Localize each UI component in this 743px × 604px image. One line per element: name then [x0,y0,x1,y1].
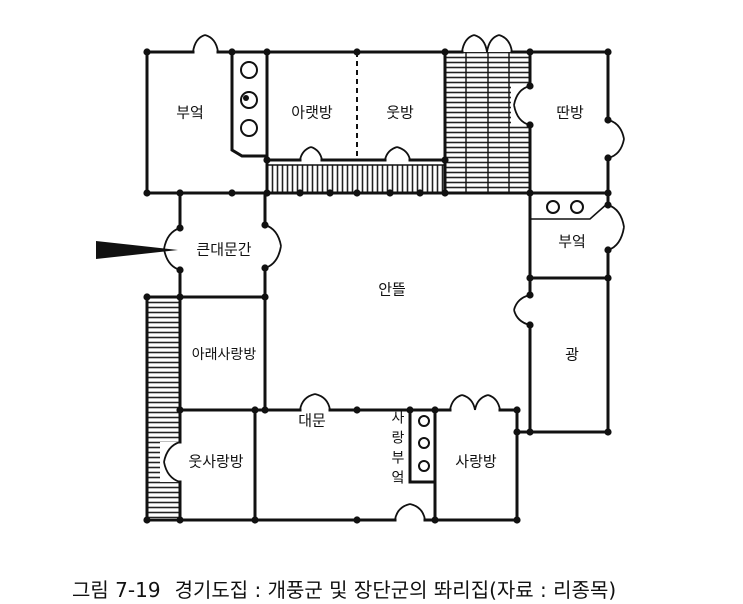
maru-board-lines [465,52,510,193]
door-clearing [160,442,180,482]
wall-post [228,48,236,56]
label-gate: 대문 [298,411,326,430]
wall-post [261,293,269,301]
walls [145,50,610,522]
wall-post [296,189,304,197]
wall-post [526,428,534,436]
wall-post [526,48,534,56]
wall-post [263,156,271,164]
wall-post [176,406,184,414]
left-veranda-hatching [147,300,180,518]
cauldron-icon [240,91,258,109]
label-lower-sarang-room: 아래사랑방 [191,347,257,363]
wall-post [416,189,424,197]
label-inner-yard: 안뜰 [378,280,406,299]
wall-post [513,406,521,414]
figure-caption-text: 경기도집 : 개풍군 및 장단군의 똬리집(자료 : 리종목) [174,578,617,602]
cauldron-icon [240,61,258,79]
wall-post [261,264,269,272]
wall-post [604,189,612,197]
label-kitchen-right: 부엌 [558,232,586,251]
wall-post [353,406,361,414]
wall-posts [143,48,612,524]
label-main-gate-hall: 큰대문간 [196,240,252,259]
wall-post [526,82,534,90]
wall-post [406,406,414,414]
wall-post [526,321,534,329]
wall-post [353,189,361,197]
wall-post [261,221,269,229]
label-storage: 광 [565,345,579,364]
wall-post [143,48,151,56]
wall-post [526,291,534,299]
cauldron-icon [418,415,430,427]
wall-post [604,48,612,56]
wall-post [353,48,361,56]
upper-veranda-hatching [267,165,445,192]
label-sarang-kitchen: 사랑부엌 [389,410,405,490]
wall-post [513,428,521,436]
wall-post [431,406,439,414]
wall-post [526,189,534,197]
door-clearing [511,86,530,125]
wall-post [526,274,534,282]
label-kitchen-top: 부엌 [176,103,204,122]
entrance-arrow-icon [96,241,178,259]
label-upper-sarang-room: 웃사랑방 [188,452,244,471]
label-sarang-room: 사랑방 [455,452,497,471]
cauldron-icon [240,119,258,137]
wall-post [261,406,269,414]
wall-post [143,293,151,301]
cauldron-lid-icon [243,95,249,101]
wall-post [386,189,394,197]
wall-post [263,189,271,197]
wall-post [263,48,271,56]
wall-post [441,48,449,56]
wall-post [604,428,612,436]
label-separate-room: 딴방 [556,103,584,122]
cauldron-icon [570,200,584,214]
wall-post [143,189,151,197]
figure-number: 그림 7-19 [72,578,161,602]
wall-post [513,516,521,524]
wall-post [228,189,236,197]
wall-post [441,189,449,197]
label-lower-room: 아랫방 [291,103,333,122]
kitchen-hearth-edge [530,202,609,220]
wall-post [251,406,259,414]
wall-post [143,516,151,524]
cauldron-icon [546,200,560,214]
door-swings [163,34,625,521]
wall-post [251,516,259,524]
cauldron-icon [418,460,430,472]
wall-post [431,516,439,524]
wall-post [604,116,612,124]
wall-post [604,154,612,162]
figure-caption: 그림 7-19 경기도집 : 개풍군 및 장단군의 똬리집(자료 : 리종목) [72,574,616,603]
wall-post [176,224,184,232]
wall-post [176,293,184,301]
wall-post [326,189,334,197]
wall-post [353,516,361,524]
wall-post [176,266,184,274]
wall-post [604,201,612,209]
wall-post [176,189,184,197]
wall-post [526,121,534,129]
wall-post [176,516,184,524]
wall-post [604,274,612,282]
wall-post [441,156,449,164]
wall-post [604,246,612,254]
cauldron-icon [418,437,430,449]
label-upper-room: 웃방 [386,103,414,122]
